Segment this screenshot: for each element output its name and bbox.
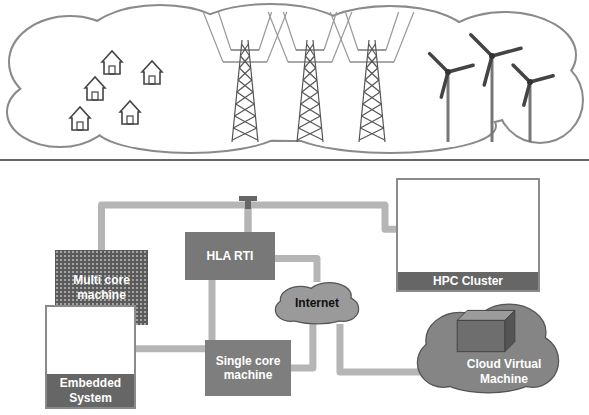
wind-turbine <box>513 65 553 142</box>
process-box: HLA RTI <box>185 232 275 280</box>
node-label: Cloud Virtual Machine <box>458 357 550 386</box>
house <box>120 101 140 124</box>
pylon <box>203 12 287 142</box>
house-door <box>149 76 155 84</box>
node-label: Multi core machine <box>61 273 142 302</box>
house <box>142 61 162 84</box>
device-box: Embedded System <box>45 305 136 409</box>
network-pipe <box>275 258 317 282</box>
houses <box>70 51 162 130</box>
vm-cube-front <box>457 320 505 351</box>
cloud-node: Internet <box>276 282 358 324</box>
house-door <box>92 92 98 100</box>
node-label: HLA RTI <box>207 249 254 263</box>
divider-line <box>0 159 589 161</box>
house-door <box>109 66 115 74</box>
device-box: HPC Cluster <box>396 178 540 292</box>
house <box>70 107 90 130</box>
node-label: Single core machine <box>211 354 285 383</box>
wind-turbines <box>430 35 554 142</box>
network-pipe <box>248 205 396 232</box>
sky-cloud-outline <box>8 5 582 152</box>
node-label: Internet <box>295 296 339 310</box>
pylon <box>330 12 414 142</box>
house-door <box>77 122 83 130</box>
wind-turbine <box>430 54 473 142</box>
house-door <box>127 116 133 124</box>
house <box>85 77 105 100</box>
network-pipe <box>291 324 313 368</box>
wind-turbine <box>471 35 521 142</box>
device-label: HPC Cluster <box>398 272 538 290</box>
cloud-node: Cloud Virtual Machine <box>418 302 558 394</box>
pylon <box>268 12 352 142</box>
pylons <box>203 12 414 142</box>
device-label: Embedded System <box>47 374 134 407</box>
vm-cube-side <box>505 310 515 351</box>
sky-cloud-fill <box>8 5 582 152</box>
pipe-junction <box>239 196 257 209</box>
process-box: Single core machine <box>205 340 291 396</box>
house <box>102 51 122 74</box>
